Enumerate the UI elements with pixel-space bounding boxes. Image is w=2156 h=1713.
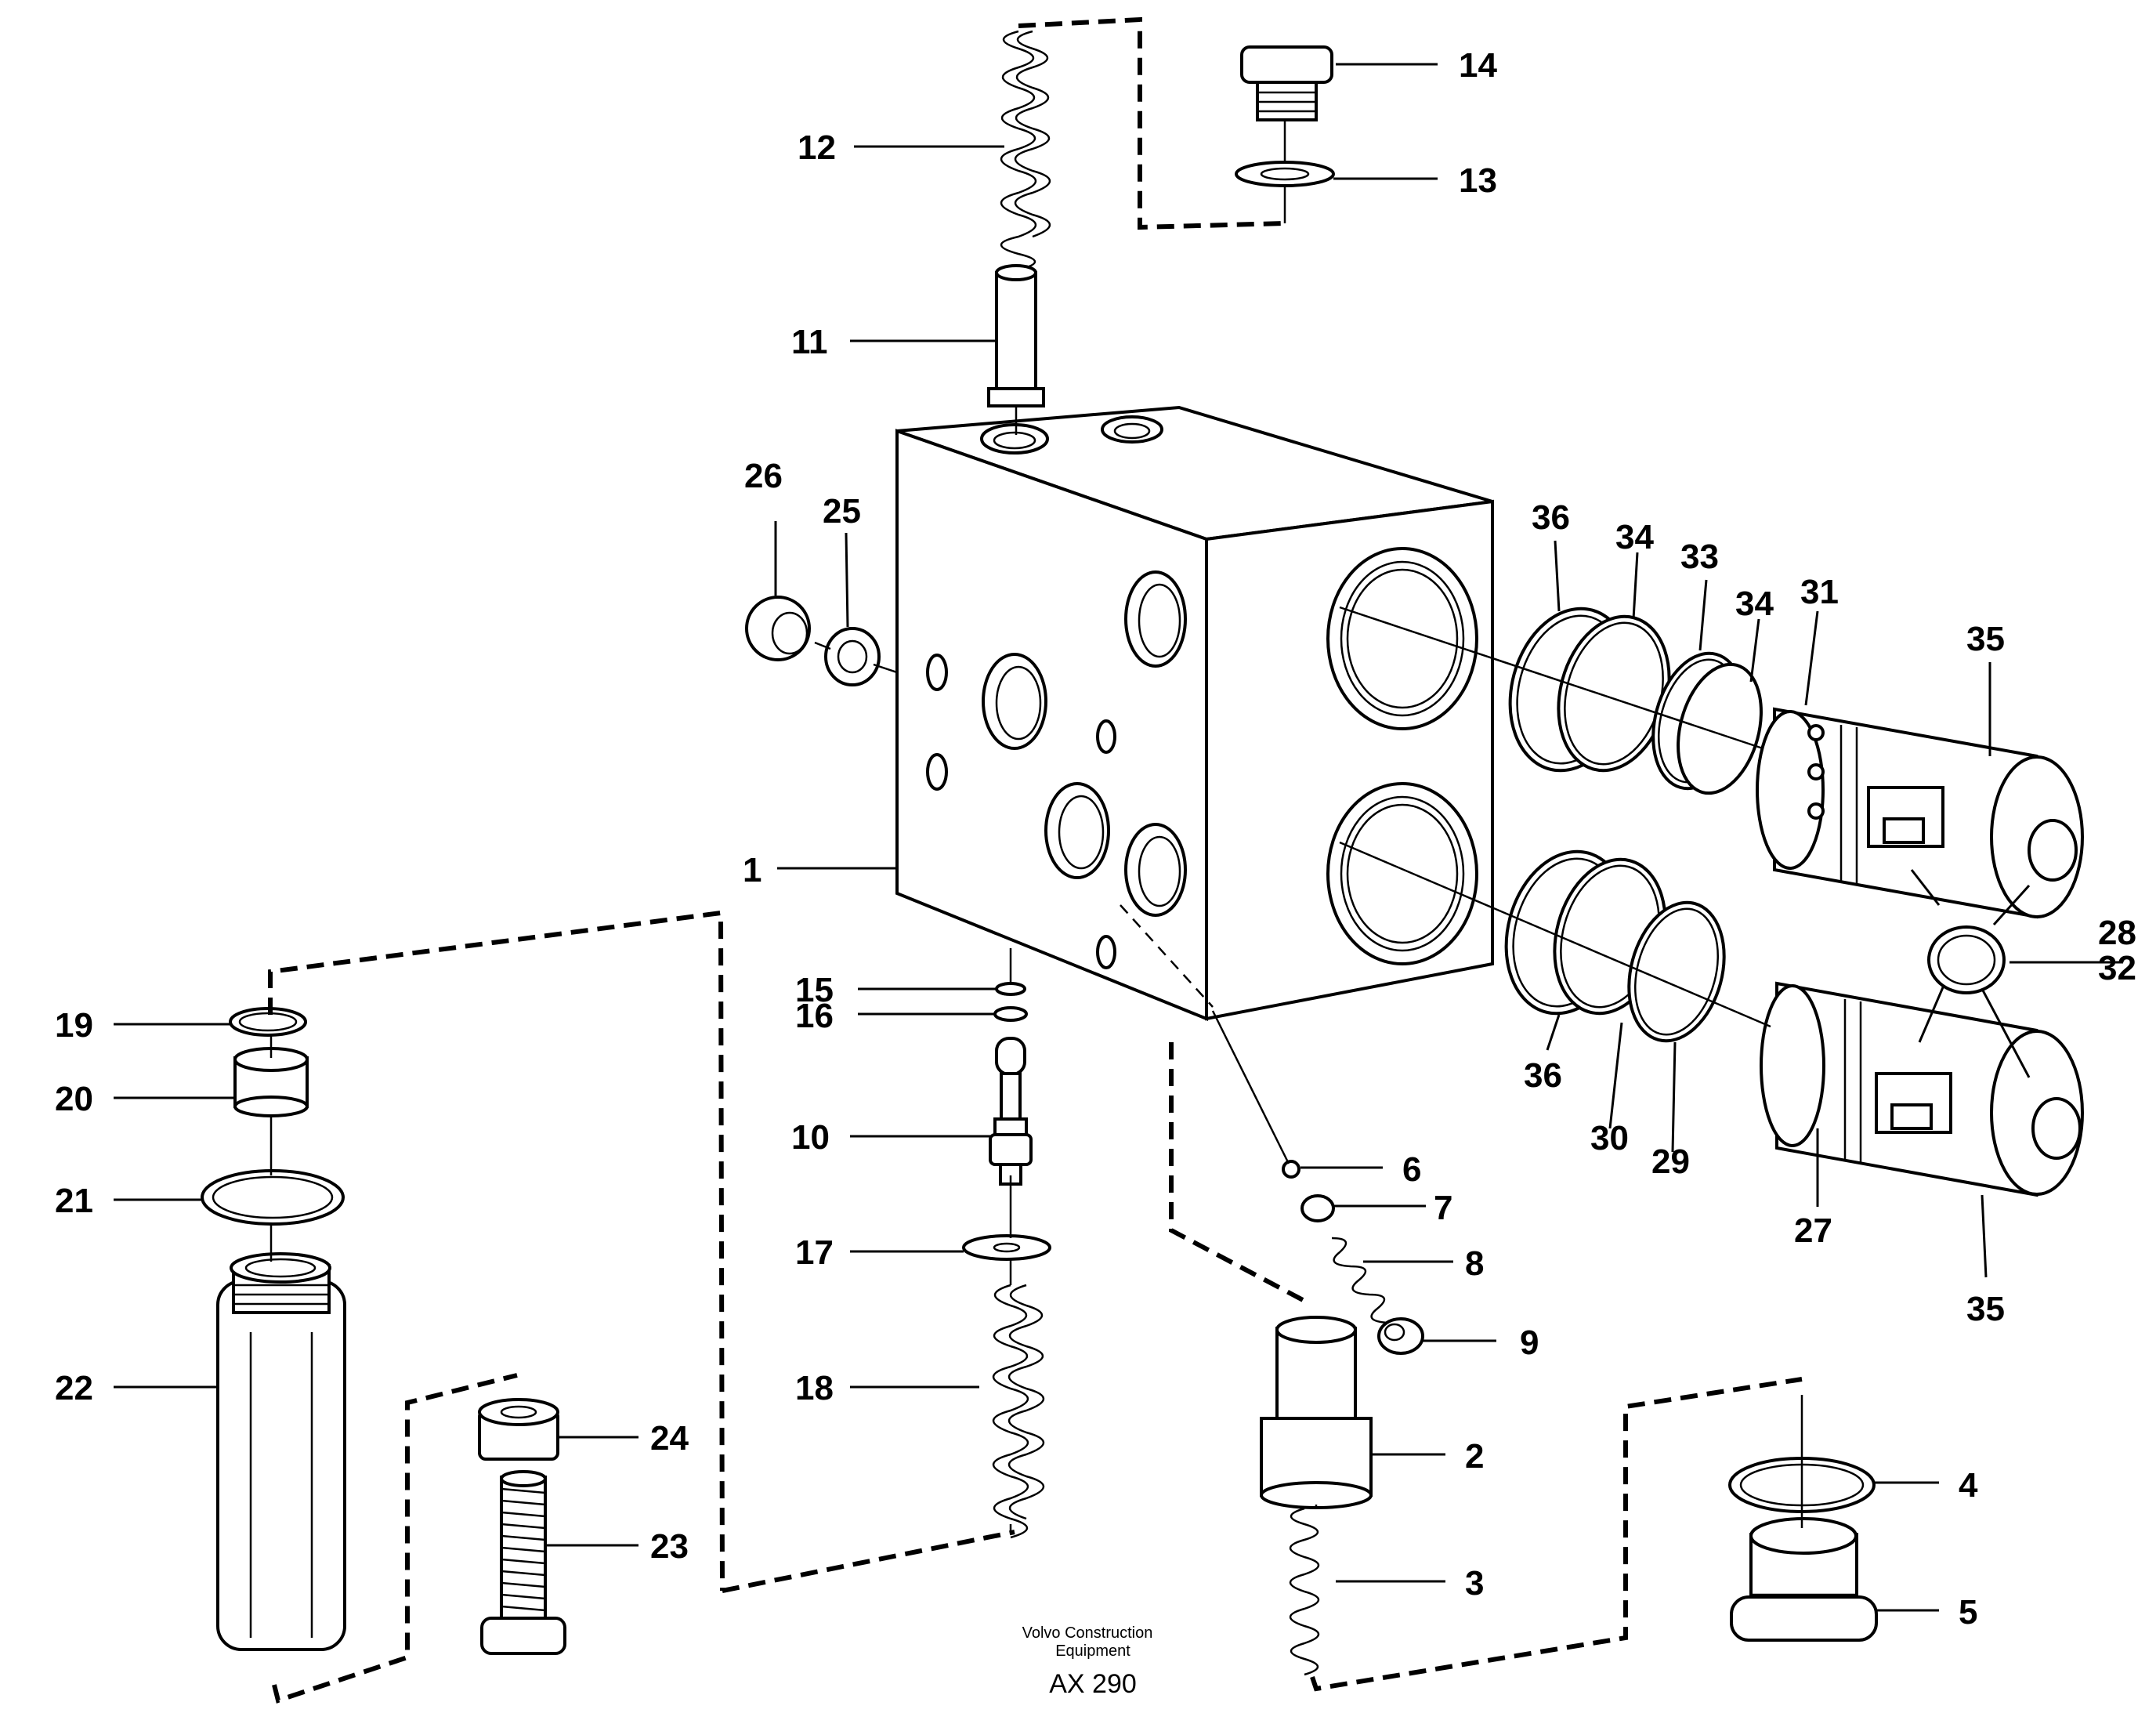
- label-part-17: 17: [795, 1233, 834, 1272]
- label-part-34-upper-left: 34: [1615, 518, 1654, 556]
- label-part-28: 28: [2098, 914, 2136, 952]
- label-part-15: 15: [795, 971, 834, 1009]
- center-stack: [962, 982, 1051, 1261]
- seal-rings-upper: [1508, 607, 1763, 795]
- washer-13: [1235, 161, 1335, 187]
- label-part-8: 8: [1465, 1244, 1484, 1283]
- label-part-3: 3: [1465, 1564, 1484, 1603]
- label-part-29: 29: [1651, 1143, 1690, 1181]
- label-part-6: 6: [1402, 1150, 1421, 1189]
- label-part-35-lower: 35: [1966, 1290, 2005, 1328]
- label-part-22: 22: [55, 1369, 93, 1407]
- valve-cartridge-lower: [1760, 981, 2084, 1197]
- plug-5: [1730, 1517, 1878, 1642]
- label-part-30: 30: [1590, 1119, 1629, 1157]
- label-part-14: 14: [1459, 46, 1497, 85]
- label-part-34-upper-right: 34: [1735, 585, 1774, 623]
- spring-3: [1289, 1507, 1320, 1676]
- label-part-21: 21: [55, 1182, 93, 1220]
- filter-housing-22: [216, 1252, 346, 1651]
- label-part-9: 9: [1520, 1324, 1539, 1362]
- screw-23: [480, 1470, 566, 1655]
- spring-12: [1000, 30, 1051, 271]
- plug-14: [1240, 45, 1333, 121]
- caption-company-line2: Equipment: [1055, 1642, 1130, 1660]
- o-ring-21: [201, 1169, 345, 1226]
- label-part-36-upper: 36: [1532, 498, 1570, 537]
- label-part-4: 4: [1959, 1466, 1978, 1505]
- caption-figure-code: AX 290: [1049, 1669, 1137, 1699]
- label-part-23: 23: [650, 1527, 689, 1566]
- label-part-20: 20: [55, 1080, 93, 1118]
- label-part-5: 5: [1959, 1593, 1977, 1632]
- label-part-10: 10: [791, 1118, 830, 1157]
- label-part-18: 18: [795, 1369, 834, 1407]
- assembly-axis-lines: [270, 120, 2031, 1532]
- label-part-25: 25: [823, 492, 861, 531]
- figure-caption: Volvo Construction Equipment AX 290: [1022, 1624, 1153, 1699]
- seal-rings-lower: [1504, 849, 1726, 1043]
- cap-20: [233, 1047, 309, 1117]
- washer-25: [824, 627, 881, 686]
- nut-24: [478, 1398, 559, 1461]
- leader-lines: [114, 63, 2123, 1612]
- label-part-35-upper: 35: [1966, 620, 2005, 658]
- valve-cartridge-upper: [1756, 707, 2084, 919]
- label-part-19: 19: [55, 1006, 93, 1045]
- label-part-27: 27: [1794, 1211, 1832, 1250]
- spring-8: [1331, 1237, 1389, 1324]
- plug-26: [745, 596, 811, 661]
- label-part-2: 2: [1465, 1437, 1484, 1476]
- ball-6: [1282, 1160, 1300, 1179]
- valve-block: [895, 405, 1494, 1021]
- plug-9: [1377, 1317, 1424, 1355]
- dashed-connections: [268, 16, 1803, 1704]
- label-part-16: 16: [795, 997, 834, 1035]
- label-part-33: 33: [1680, 538, 1719, 576]
- label-part-7: 7: [1434, 1189, 1452, 1227]
- o-ring-28-32: [1927, 925, 2006, 994]
- label-part-32: 32: [2098, 949, 2136, 987]
- label-part-12: 12: [798, 129, 836, 167]
- part-number-labels: 1 2 3 4 5 6 7 8 9 10 11 12 13 14 15 16 1…: [55, 46, 2136, 1632]
- spring-18: [993, 1284, 1044, 1539]
- label-part-1: 1: [743, 851, 761, 889]
- pin-11: [987, 264, 1045, 407]
- label-part-26: 26: [744, 457, 783, 495]
- label-part-36-lower: 36: [1524, 1056, 1562, 1095]
- caption-company: Volvo Construction: [1022, 1624, 1153, 1642]
- label-part-31: 31: [1800, 573, 1839, 611]
- label-part-24: 24: [650, 1419, 689, 1458]
- label-part-11: 11: [791, 323, 828, 361]
- poppet-7: [1300, 1194, 1335, 1222]
- valve-piston-2: [1260, 1316, 1373, 1509]
- label-part-13: 13: [1459, 161, 1497, 200]
